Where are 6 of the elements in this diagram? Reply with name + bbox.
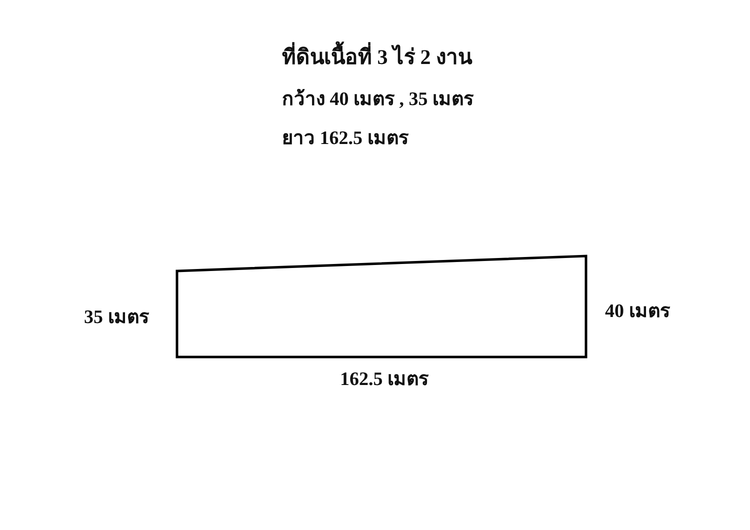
area-length-note: ยาว 162.5 เมตร: [282, 127, 408, 151]
dimension-label: 35 เมตร: [84, 306, 149, 330]
dimension-label: 162.5 เมตร: [340, 368, 428, 392]
dimension-label: 40 เมตร: [605, 300, 670, 324]
land-plot-outline: [176, 254, 588, 358]
area-width-note: กว้าง 40 เมตร , 35 เมตร: [282, 88, 474, 112]
